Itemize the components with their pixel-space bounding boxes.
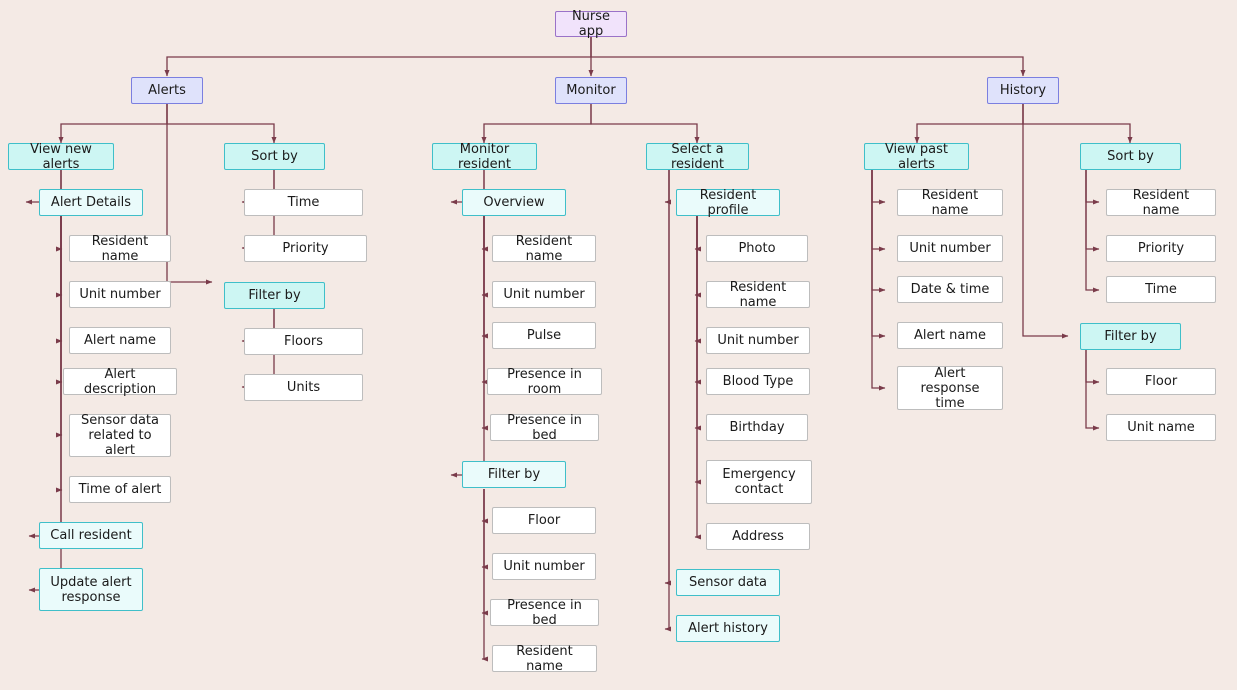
node-monitor-filter-floor[interactable]: Floor	[492, 507, 596, 534]
node-alert-details-resident-name[interactable]: Resident name	[69, 234, 171, 264]
node-alerts-sort-time[interactable]: Time	[244, 189, 363, 216]
node-alert-details-alert-name[interactable]: Alert name	[69, 327, 171, 354]
node-call-resident[interactable]: Call resident	[39, 522, 143, 549]
node-profile-unit-number[interactable]: Unit number	[706, 327, 810, 354]
node-alerts-sort-by[interactable]: Sort by	[224, 143, 325, 170]
node-monitor[interactable]: Monitor	[555, 77, 627, 104]
node-past-alerts-date-time[interactable]: Date & time	[897, 276, 1003, 303]
node-alerts[interactable]: Alerts	[131, 77, 203, 104]
node-sensor-data[interactable]: Sensor data	[676, 569, 780, 596]
node-alerts-filter-floors[interactable]: Floors	[244, 328, 363, 355]
node-past-alerts-unit-number[interactable]: Unit number	[897, 235, 1003, 262]
node-alert-details[interactable]: Alert Details	[39, 189, 143, 216]
node-overview-unit-number[interactable]: Unit number	[492, 281, 596, 308]
node-monitor-filter-unit-number[interactable]: Unit number	[492, 553, 596, 580]
node-history-filter-unit-name[interactable]: Unit name	[1106, 414, 1216, 441]
node-past-alerts-alert-name[interactable]: Alert name	[897, 322, 1003, 349]
node-overview[interactable]: Overview	[462, 189, 566, 216]
node-past-alerts-resident-name[interactable]: Resident name	[897, 188, 1003, 218]
node-alerts-filter-units[interactable]: Units	[244, 374, 363, 401]
node-nurse-app[interactable]: Nurse app	[555, 9, 627, 39]
node-overview-presence-in-room[interactable]: Presence in room	[487, 367, 602, 397]
node-profile-resident-name[interactable]: Resident name	[706, 280, 810, 310]
node-view-past-alerts[interactable]: View past alerts	[864, 142, 969, 172]
node-select-a-resident[interactable]: Select a resident	[646, 142, 749, 172]
node-profile-emergency-contact[interactable]: Emergency contact	[706, 460, 812, 504]
node-monitor-filter-presence-in-bed[interactable]: Presence in bed	[490, 598, 599, 628]
node-history-sort-priority[interactable]: Priority	[1106, 235, 1216, 262]
node-history-sort-by[interactable]: Sort by	[1080, 143, 1181, 170]
node-alerts-filter-by[interactable]: Filter by	[224, 282, 325, 309]
node-history-filter-by[interactable]: Filter by	[1080, 323, 1181, 350]
node-overview-presence-in-bed[interactable]: Presence in bed	[490, 413, 599, 443]
node-overview-pulse[interactable]: Pulse	[492, 322, 596, 349]
node-resident-profile[interactable]: Resident profile	[676, 188, 780, 218]
node-view-new-alerts[interactable]: View new alerts	[8, 142, 114, 172]
node-alert-details-unit-number[interactable]: Unit number	[69, 281, 171, 308]
node-alerts-sort-priority[interactable]: Priority	[244, 235, 367, 262]
node-profile-blood-type[interactable]: Blood Type	[706, 368, 810, 395]
node-overview-resident-name[interactable]: Resident name	[492, 234, 596, 264]
node-alert-history[interactable]: Alert history	[676, 615, 780, 642]
node-history[interactable]: History	[987, 77, 1059, 104]
node-profile-birthday[interactable]: Birthday	[706, 414, 808, 441]
node-profile-address[interactable]: Address	[706, 523, 810, 550]
node-alert-details-time-of-alert[interactable]: Time of alert	[69, 476, 171, 503]
node-history-sort-time[interactable]: Time	[1106, 276, 1216, 303]
node-history-sort-resident-name[interactable]: Resident name	[1106, 188, 1216, 218]
node-alert-details-alert-description[interactable]: Alert description	[63, 367, 177, 397]
node-alert-details-sensor-data[interactable]: Sensor data related to alert	[69, 413, 171, 458]
node-profile-photo[interactable]: Photo	[706, 235, 808, 262]
node-history-filter-floor[interactable]: Floor	[1106, 368, 1216, 395]
node-monitor-filter-resident-name[interactable]: Resident name	[492, 644, 597, 674]
node-past-alerts-alert-response-time[interactable]: Alert response time	[897, 366, 1003, 411]
node-monitor-filter-by[interactable]: Filter by	[462, 461, 566, 488]
node-monitor-resident[interactable]: Monitor resident	[432, 142, 537, 172]
node-update-alert-response[interactable]: Update alert response	[39, 568, 143, 611]
